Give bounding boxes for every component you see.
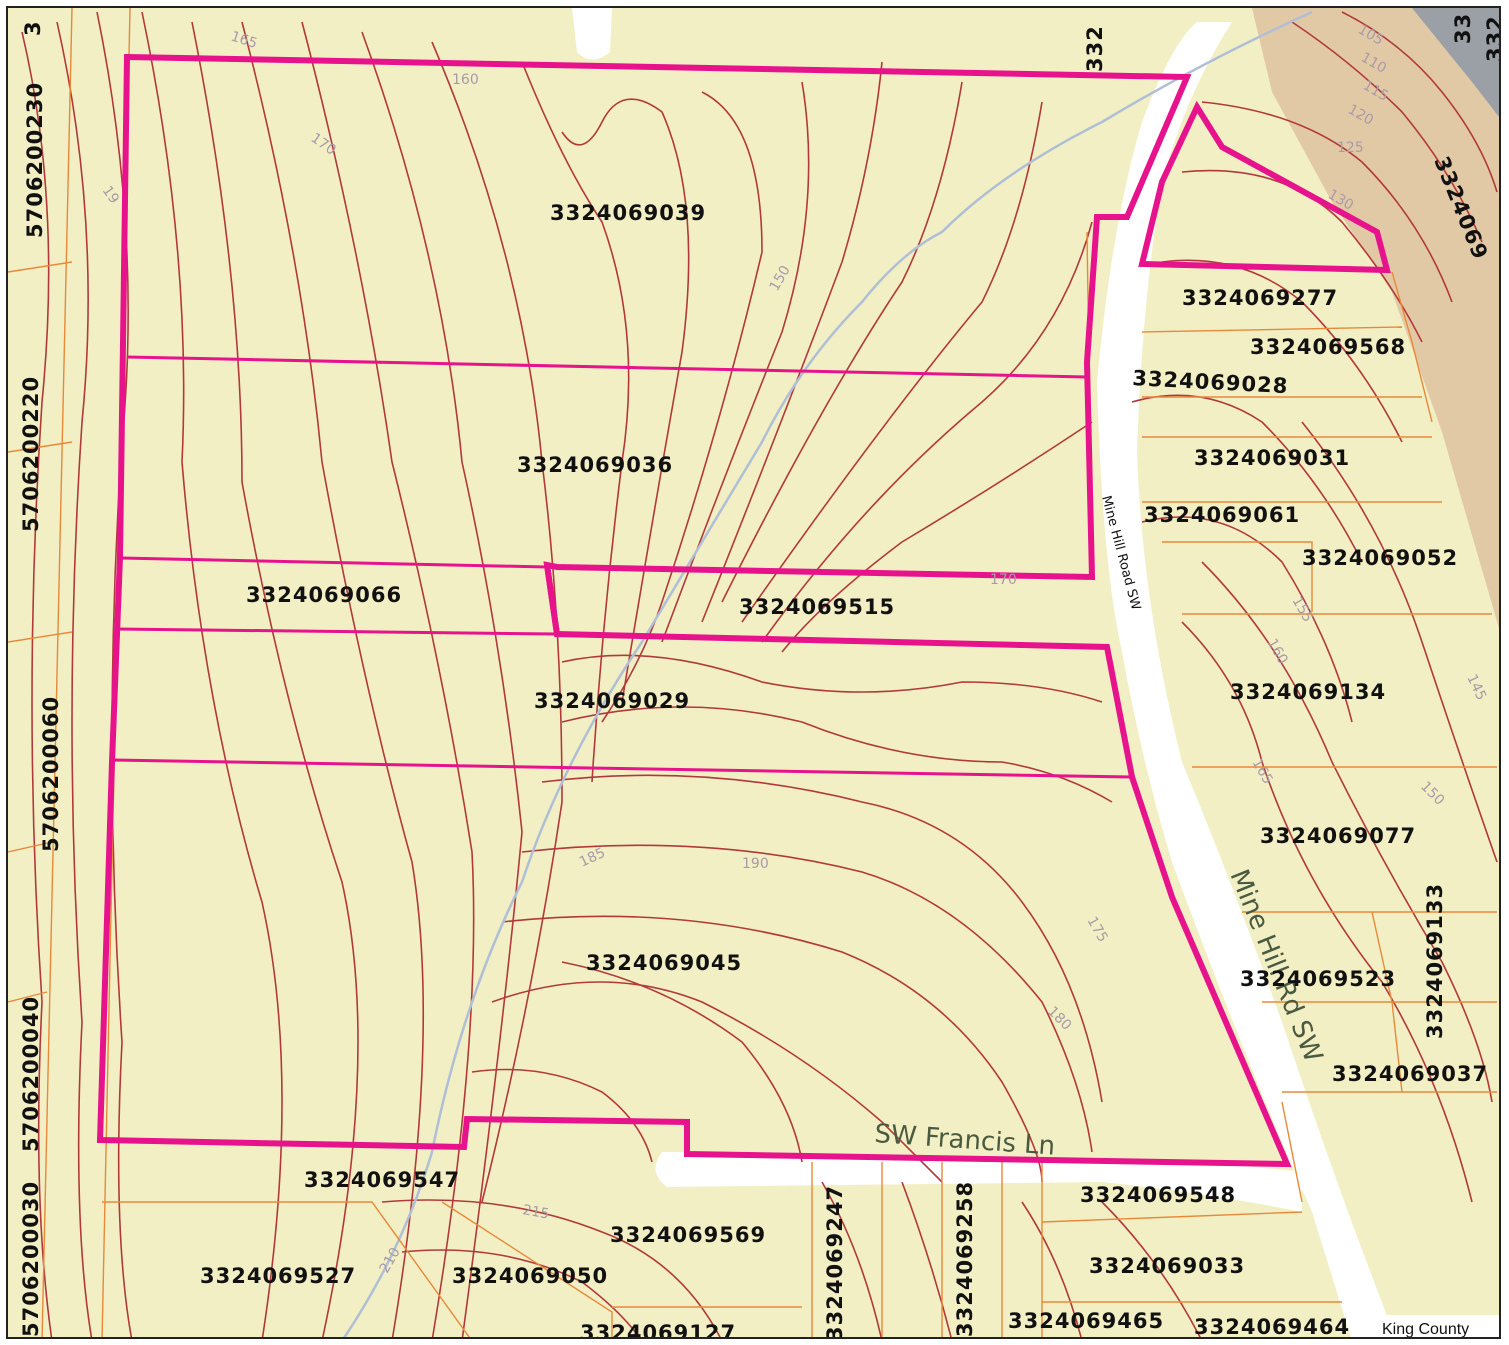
- parcel-label: 3324069258: [953, 1181, 977, 1337]
- parcel-label: 3324069127: [580, 1321, 736, 1339]
- parcel-label-left: 5706200030: [19, 1181, 43, 1337]
- parcel-label: 3324069066: [246, 583, 402, 607]
- elevation-label: 170: [990, 572, 1017, 588]
- credit-background: [1376, 1315, 1499, 1337]
- parcel-label: 3324069134: [1230, 680, 1386, 704]
- parcel-label: 3324069515: [739, 595, 895, 619]
- parcel-label: 3324069548: [1080, 1183, 1236, 1207]
- elevation-label: 160: [452, 72, 479, 88]
- map-canvas[interactable]: 165 160 170 19 150 105 110 115 120 125 1…: [8, 8, 1501, 1339]
- parcel-label: 3324069052: [1302, 546, 1458, 570]
- parcel-label: 3324069568: [1250, 335, 1406, 359]
- map-credit: King County: [1382, 1321, 1469, 1338]
- railway-track: [1412, 8, 1499, 117]
- parcel-label-partial: 33: [1451, 13, 1475, 44]
- parcel-label: 3324069031: [1194, 446, 1350, 470]
- parcel-label: 3324069527: [200, 1264, 356, 1288]
- parcel-label: 3324069277: [1182, 286, 1338, 310]
- parcel-label: 3324069036: [517, 453, 673, 477]
- parcel-label: 3324069039: [550, 201, 706, 225]
- parcel-label: 3324069033: [1089, 1254, 1245, 1278]
- parcel-label-partial: 3: [21, 20, 45, 36]
- parcel-label-left: 5706200220: [19, 376, 43, 532]
- road-sw-francis: [655, 1152, 1302, 1212]
- parcel-label: 3324069464: [1194, 1315, 1350, 1339]
- parcel-label-left: 5706200040: [19, 996, 43, 1152]
- parcel-label: 3324069077: [1260, 824, 1416, 848]
- map-frame[interactable]: 165 160 170 19 150 105 110 115 120 125 1…: [6, 6, 1501, 1339]
- elevation-label: 190: [742, 856, 769, 872]
- parcel-label-left: 5706200230: [23, 82, 47, 238]
- map-background: [8, 8, 1499, 1337]
- parcel-label: 3324069569: [610, 1223, 766, 1247]
- parcel-label: 3324069465: [1008, 1309, 1164, 1333]
- railway-corridor: [1252, 8, 1499, 629]
- parcel-label: 3324069045: [586, 951, 742, 975]
- parcel-label: 3324069247: [823, 1185, 847, 1339]
- parcel-label: 3324069547: [304, 1168, 460, 1192]
- elevation-label: 125: [1337, 140, 1364, 156]
- parcel-label-partial: 332: [1083, 25, 1107, 72]
- parcel-labels: 3324069039 3324069036 3324069066 3324069…: [19, 13, 1501, 1339]
- parcel-label: 3324069037: [1332, 1062, 1488, 1086]
- parcel-label: 3324069029: [534, 689, 690, 713]
- elevation-label: 215: [521, 1202, 550, 1222]
- parcel-label: 3324069061: [1144, 503, 1300, 527]
- highlighted-parcels: [96, 53, 1391, 1168]
- elevation-label: 165: [229, 29, 259, 52]
- road-mine-hill: [1097, 22, 1396, 1337]
- parcel-label: 3324069050: [452, 1264, 608, 1288]
- parcel-label-partial: 332: [1483, 15, 1501, 62]
- road-top-stub: [572, 8, 612, 60]
- parcel-label-left: 5706200060: [39, 696, 63, 852]
- stream: [343, 10, 1313, 1337]
- parcel-label: 3324069523: [1240, 967, 1396, 991]
- parcel-label: 3324069133: [1423, 883, 1447, 1039]
